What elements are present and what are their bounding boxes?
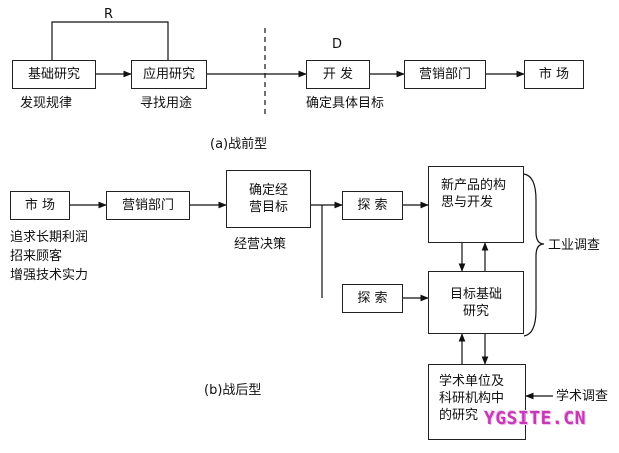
- academic-survey-label: 学术调查: [556, 389, 609, 404]
- industrial-survey-label: 工业调查: [548, 238, 601, 253]
- new-product-box: 新产品的构 思与开发: [428, 166, 524, 243]
- d-label: D: [332, 37, 343, 52]
- explore-box-2: 探 索: [342, 284, 403, 313]
- marketing-text-top: 营销部门: [418, 67, 471, 82]
- explore-text-1: 探 索: [357, 198, 388, 213]
- market-goals-label: 追求长期利润 招来顾客 增强技术实力: [10, 230, 89, 283]
- r-loop-line: [51, 21, 169, 60]
- marketing-box-bottom: 营销部门: [106, 191, 190, 220]
- r-label: R: [104, 7, 114, 22]
- basic-research-box: 基础研究: [12, 60, 96, 89]
- business-goal-box: 确定经 营目标: [226, 170, 311, 228]
- discover-laws-label: 发现规律: [20, 96, 73, 111]
- industrial-survey-brace: [523, 173, 545, 337]
- market-text-bottom: 市 场: [24, 198, 56, 213]
- explore-text-2: 探 索: [357, 291, 388, 306]
- applied-research-box: 应用研究: [131, 60, 207, 89]
- market-text-top: 市 场: [538, 67, 570, 82]
- find-uses-label: 寻找用途: [140, 96, 193, 111]
- target-basic-text: 目标基础 研究: [449, 286, 502, 319]
- set-targets-label: 确定具体目标: [306, 96, 385, 111]
- new-product-text: 新产品的构 思与开发: [441, 178, 507, 210]
- explore-box-1: 探 索: [342, 191, 403, 220]
- academic-box: 学术单位及 科研机构中 的研究: [428, 364, 526, 440]
- marketing-box-top: 营销部门: [404, 60, 486, 89]
- basic-research-text: 基础研究: [27, 67, 80, 82]
- market-box-top: 市 场: [524, 60, 584, 89]
- market-box-bottom: 市 场: [10, 191, 70, 220]
- target-basic-box: 目标基础 研究: [428, 271, 524, 334]
- caption-prewar: (a)战前型: [210, 137, 268, 152]
- applied-research-text: 应用研究: [142, 67, 195, 82]
- development-text: 开 发: [322, 67, 354, 82]
- business-decision-label: 经营决策: [234, 237, 287, 252]
- development-box: 开 发: [306, 60, 370, 89]
- academic-text: 学术单位及 科研机构中 的研究: [439, 374, 505, 423]
- watermark: YGSITE.CN: [484, 408, 587, 429]
- marketing-text-bottom: 营销部门: [121, 198, 174, 213]
- caption-postwar: (b)战后型: [204, 383, 262, 398]
- business-goal-text: 确定经 营目标: [248, 183, 288, 215]
